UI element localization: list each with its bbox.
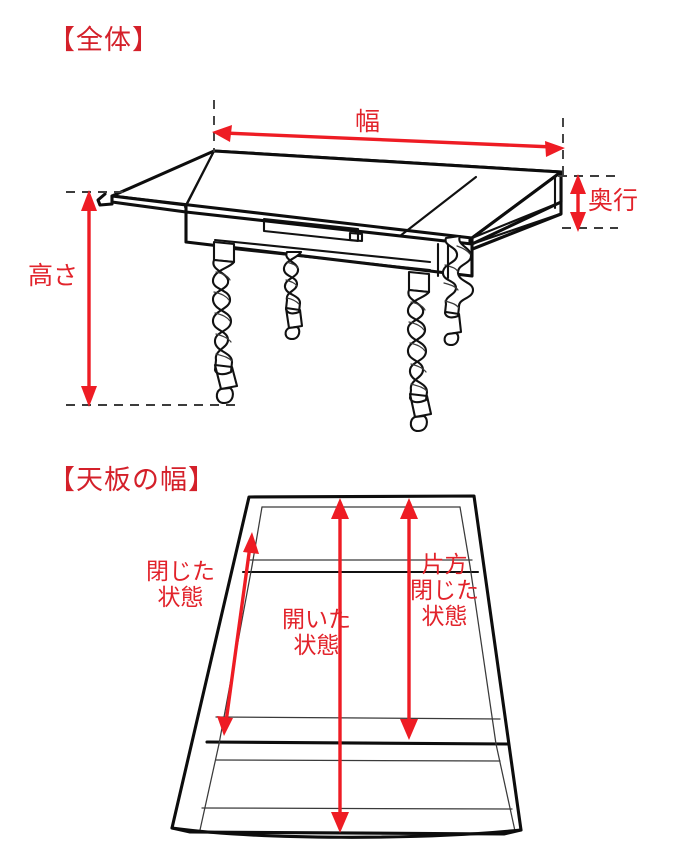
dimension-label-width: 幅 [355, 107, 381, 136]
depth-dimension-arrow [570, 174, 586, 232]
dimension-label-half-closed-line2: 閉じた [410, 577, 479, 604]
section-title-top-width: 【天板の幅】 [48, 465, 216, 496]
table-apron-rear-lower [213, 245, 432, 272]
section-title-overall: 【全体】 [48, 25, 160, 56]
overall-dimension-guides [66, 100, 618, 406]
panel-edge-left [218, 565, 253, 745]
dimension-label-half-closed-line1: 片方 [421, 552, 468, 578]
leaf-fold-bottom [205, 740, 510, 746]
table-apron-rear [213, 238, 432, 264]
left-leaf-fold-line [183, 149, 216, 209]
leaf-line-bottom-inner [215, 759, 501, 762]
leaf-edge-right-bottom [495, 743, 516, 832]
dimension-label-closed: 閉じた 状態 [146, 559, 215, 612]
dimension-label-open-line2: 状態 [293, 632, 340, 659]
table-top-face [110, 149, 563, 240]
drawer-handle [348, 231, 364, 243]
dimension-label-open-line1: 開いた [282, 607, 351, 633]
dimension-label-open: 開いた 状態 [282, 607, 351, 660]
leaf-line-bottom-outer [201, 807, 513, 810]
left-leaf-panel [110, 194, 188, 214]
leaf-edge-left-top [251, 506, 263, 567]
table-top-surface [212, 149, 563, 204]
overall-dimension-arrows [81, 125, 586, 407]
height-dimension-arrow [81, 190, 97, 407]
tabletop-bottom-curve [170, 826, 523, 839]
dimension-label-closed-line2: 状態 [157, 584, 204, 611]
table-apron-front [184, 210, 474, 278]
table-perspective-drawing [96, 149, 563, 433]
right-leaf-edge [470, 200, 563, 240]
leg-front-left [211, 240, 239, 405]
dimension-label-half-closed-line3: 状態 [421, 603, 468, 630]
tabletop-plan-drawing [170, 494, 523, 839]
right-leaf-panel [470, 170, 563, 246]
right-support-post [436, 242, 450, 280]
dimension-label-closed-line1: 閉じた [146, 559, 215, 585]
right-leaf-thickness [468, 200, 563, 252]
right-leaf-fold-line [398, 175, 478, 238]
drawer-front [262, 217, 360, 243]
tabletop-outline [170, 494, 523, 836]
width-dimension-arrow [212, 125, 565, 157]
tabletop-dimension-arrows [217, 498, 418, 833]
table-top-seam [184, 149, 216, 208]
left-leaf-lower-edge [110, 200, 188, 214]
dimension-label-half-closed: 片方 閉じた 状態 [410, 552, 479, 630]
left-leaf-drop [96, 192, 114, 207]
table-apron-side [470, 212, 562, 246]
leg-front-right [406, 270, 433, 433]
panel-line-upper [215, 716, 501, 720]
dimension-label-depth: 奥行 [588, 186, 639, 215]
closed-dimension-arrow [217, 532, 259, 736]
leaf-edge-left-bottom [199, 743, 220, 831]
open-dimension-arrow [331, 498, 349, 833]
leg-rear-left [282, 250, 304, 341]
leg-rear-right [441, 234, 475, 347]
dimension-label-height: 高さ [28, 261, 79, 290]
